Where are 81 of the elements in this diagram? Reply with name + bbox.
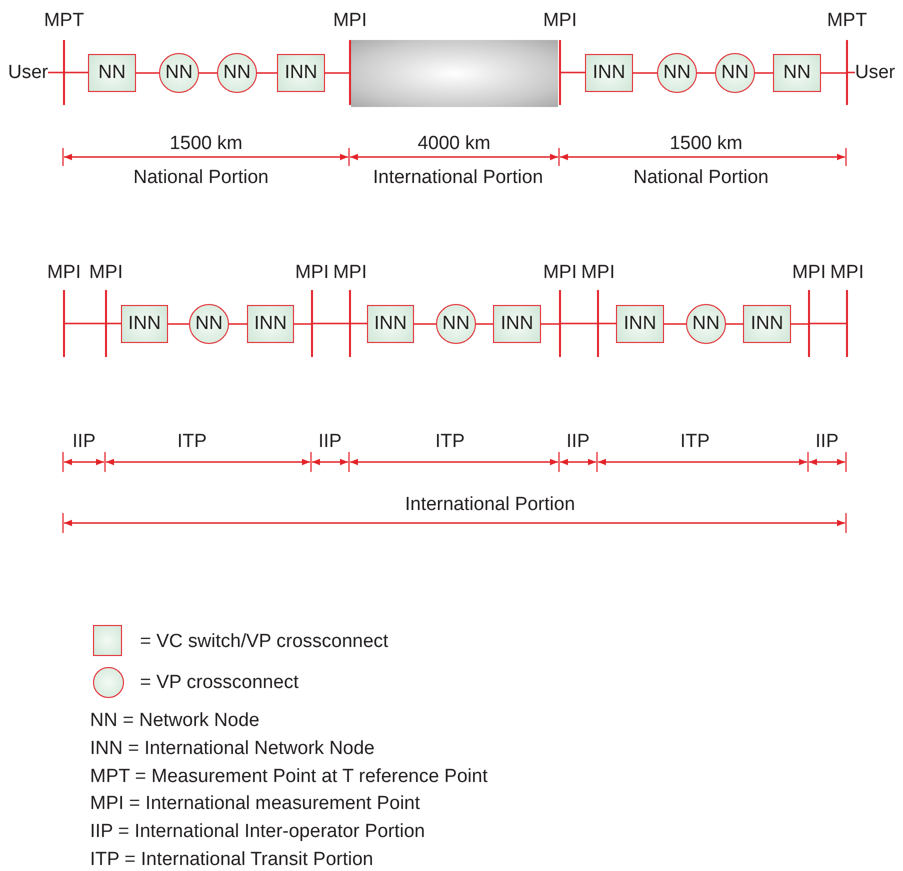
connector-line [541,323,559,325]
connector-line [229,323,247,325]
switch-box: INN [121,305,168,343]
connector-line [633,72,657,74]
connector-line [168,323,189,325]
point-label: MPI [581,262,615,284]
connector-line [697,72,715,74]
crossconnect-circle: NN [436,304,476,344]
switch-box: INN [367,305,414,343]
switch-box: NN [88,54,136,92]
dimension-label: IIP [815,431,839,453]
connector-line [63,322,105,324]
dimension-label: ITP [435,431,465,453]
dimension-label: IIP [72,431,96,453]
dimension-label: International Portion [372,167,544,189]
dimension-label: International Portion [404,494,576,516]
legend-text: = VP crossconnect [140,672,299,694]
connector-line [349,322,367,324]
point-label: MPI [47,262,81,284]
endpoint-label: User [8,62,48,84]
dimension-label: National Portion [133,167,269,189]
point-label: MPI [333,262,367,284]
switch-box: INN [743,305,791,343]
dimension-label: 1500 km [670,133,742,155]
connector-line [199,72,217,74]
connector-line [257,72,277,74]
dimension-label: IIP [566,431,590,453]
crossconnect-circle: NN [217,53,257,93]
point-label: MPI [792,262,826,284]
switch-box: INN [247,305,294,343]
crossconnect-circle: NN [189,304,229,344]
crossconnect-circle: NN [686,304,726,344]
connector-line [136,72,159,74]
connector-line [414,323,436,325]
legend-text: IIP = International Inter-operator Portion [90,821,425,843]
connector-line [808,322,846,324]
crossconnect-circle: NN [715,53,755,93]
connector-line [821,72,846,74]
dimension-label: 1500 km [170,133,242,155]
point-label: MPI [295,262,329,284]
connector-line [664,323,686,325]
dimension-label: ITP [680,431,710,453]
legend-text: = VC switch/VP crossconnect [140,631,388,653]
connector-line [63,72,88,74]
connector-line [755,72,773,74]
dimension-label: National Portion [633,167,769,189]
point-label: MPI [89,262,123,284]
point-label: MPI [830,262,864,284]
gradient-area [351,40,558,107]
switch-box: INN [277,54,325,92]
crossconnect-circle: NN [657,53,697,93]
connector-line [726,323,743,325]
connector-line [325,72,349,74]
legend-text: NN = Network Node [90,710,260,732]
switch-box: NN [773,54,821,92]
connector-line [476,323,493,325]
connector-line [791,323,808,325]
point-label: MPT [826,10,868,32]
endpoint-label: User [855,62,896,84]
connector-line [597,322,616,324]
switch-box: INN [585,54,633,92]
connector-line [311,322,349,324]
dimension-label: 4000 km [418,133,490,155]
switch-box: INN [616,305,664,343]
point-label: MPI [333,10,367,32]
dimension-label: IIP [318,431,342,453]
switch-box: INN [493,305,541,343]
connector-line [559,322,597,324]
legend-text: INN = International Network Node [90,738,375,760]
connector-line [559,72,585,74]
legend-text: MPT = Measurement Point at T reference Point [90,766,488,788]
crossconnect-circle: NN [159,53,199,93]
dimension-label: ITP [177,431,207,453]
legend-text: MPI = International measurement Point [90,793,420,815]
connector-line [105,322,121,324]
connector-line [48,72,63,74]
point-label: MPI [543,262,577,284]
point-label: MPI [543,10,577,32]
legend-text: ITP = International Transit Portion [90,849,374,871]
point-label: MPT [44,10,84,32]
connector-line [294,323,311,325]
